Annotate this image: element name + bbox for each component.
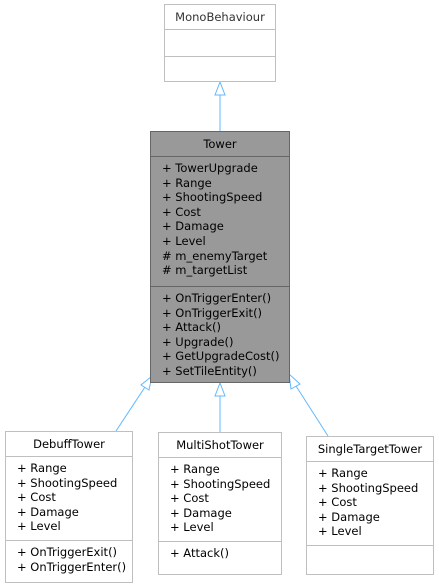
attributes-section: + TowerUpgrade + Range + ShootingSpeed +… xyxy=(151,156,289,286)
attribute: + Damage xyxy=(318,509,380,524)
attribute: # m_targetList xyxy=(162,263,248,278)
class-name: Tower xyxy=(203,137,237,151)
operation: + Attack() xyxy=(170,546,229,560)
edge-debufftower-to-tower xyxy=(115,374,153,432)
attribute: + Cost xyxy=(318,495,357,510)
attribute: + Cost xyxy=(170,491,209,506)
attribute: + Level xyxy=(17,519,61,534)
attributes-section: + Range + ShootingSpeed + Cost + Damage … xyxy=(307,461,433,545)
attribute: + TowerUpgrade xyxy=(162,161,258,175)
class-tower[interactable]: Tower + TowerUpgrade + Range + ShootingS… xyxy=(150,131,290,383)
class-monobehaviour[interactable]: MonoBehaviour xyxy=(164,4,276,82)
operation: + OnTriggerEnter() xyxy=(162,291,272,305)
operations-section: + Attack() xyxy=(159,541,281,574)
operations-section: + OnTriggerEnter() + OnTriggerExit() + A… xyxy=(151,286,289,382)
class-name: DebuffTower xyxy=(33,437,105,451)
class-singletargettower[interactable]: SingleTargetTower + Range + ShootingSpee… xyxy=(306,436,434,575)
class-debufftower[interactable]: DebuffTower + Range + ShootingSpeed + Co… xyxy=(5,431,133,583)
attribute: + Range xyxy=(162,175,212,190)
operation: + SetTileEntity() xyxy=(162,363,257,378)
attribute: + ShootingSpeed xyxy=(170,476,271,491)
attribute: + Level xyxy=(162,233,206,248)
attribute: + Range xyxy=(318,466,368,480)
class-name: MultiShotTower xyxy=(176,438,264,452)
attribute: + ShootingSpeed xyxy=(162,190,263,205)
attribute: + Cost xyxy=(162,204,201,219)
attribute: + Range xyxy=(170,462,220,476)
class-name: SingleTargetTower xyxy=(317,442,423,456)
edge-tower-to-monobehaviour xyxy=(214,80,226,131)
operations-section xyxy=(165,56,275,81)
operations-section xyxy=(307,545,433,573)
attributes-section: + Range + ShootingSpeed + Cost + Damage … xyxy=(159,457,281,541)
attribute: # m_enemyTarget xyxy=(162,248,268,263)
attribute: + Cost xyxy=(17,490,56,505)
operation: + OnTriggerEnter() xyxy=(17,559,127,574)
class-multishottower[interactable]: MultiShotTower + Range + ShootingSpeed +… xyxy=(158,432,282,575)
edge-multishottower-to-tower xyxy=(214,381,226,432)
attributes-section xyxy=(165,29,275,56)
attributes-section: + Range + ShootingSpeed + Cost + Damage … xyxy=(6,456,132,540)
operation: + GetUpgradeCost() xyxy=(162,349,280,364)
attribute: + Range xyxy=(17,461,67,475)
operations-section: + OnTriggerExit() + OnTriggerEnter() xyxy=(6,540,132,582)
operation: + OnTriggerExit() xyxy=(162,305,263,320)
attribute: + ShootingSpeed xyxy=(318,480,419,495)
attribute: + Damage xyxy=(162,219,224,234)
operation: + OnTriggerExit() xyxy=(17,545,118,559)
attribute: + Damage xyxy=(170,505,232,520)
edge-singletargettower-to-tower xyxy=(288,372,329,437)
attribute: + Level xyxy=(170,520,214,535)
attribute: + ShootingSpeed xyxy=(17,475,118,490)
attribute: + Damage xyxy=(17,504,79,519)
operation: + Upgrade() xyxy=(162,334,234,349)
attribute: + Level xyxy=(318,524,362,539)
operation: + Attack() xyxy=(162,320,221,335)
class-name: MonoBehaviour xyxy=(175,10,265,24)
